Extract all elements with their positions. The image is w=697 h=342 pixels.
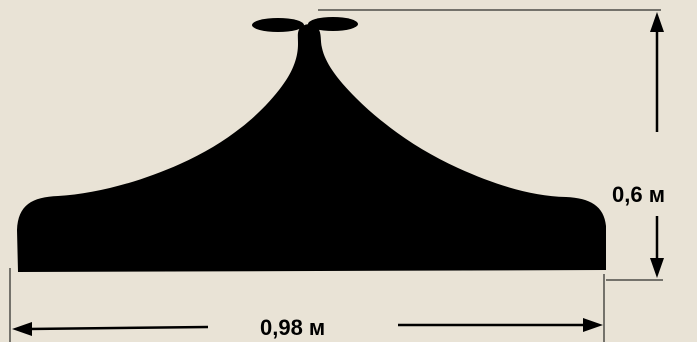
width-arrowhead-right [583,318,603,332]
top-lobe-right [308,17,358,31]
width-arrowhead-left [12,322,32,336]
height-arrowhead-bottom [650,258,664,278]
width-label: 0,98 м [260,315,326,340]
width-arrow-left [27,325,209,331]
height-label: 0,6 м [612,182,665,207]
silhouette-body [17,24,606,272]
height-arrowhead-top [650,12,664,32]
top-lobe-left [252,18,304,32]
